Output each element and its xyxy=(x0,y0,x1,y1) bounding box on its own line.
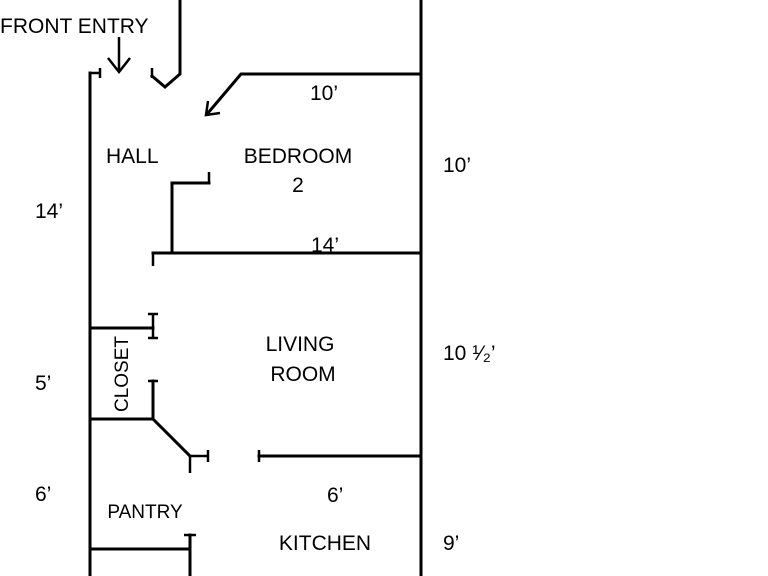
kitchen-label: KITCHEN xyxy=(279,532,371,555)
bedroom-top-wall xyxy=(205,72,423,116)
living-room-label-line1: LIVING xyxy=(266,333,335,356)
dim-kitchen-length: 9’ xyxy=(443,532,459,555)
bedroom-door-arrowhead xyxy=(204,100,221,117)
living-room-label-line2: ROOM xyxy=(270,363,335,386)
dim-bedroom-bottom: 14’ xyxy=(311,234,339,257)
arrow-down-icon xyxy=(107,37,131,75)
dim-kitchen-width: 6’ xyxy=(327,484,343,507)
front-entry-label: FRONT ENTRY xyxy=(0,15,149,38)
dim-closet-length: 5’ xyxy=(35,372,51,395)
entry-right-wall xyxy=(149,0,182,89)
bedroom-label-line2: 2 xyxy=(292,174,304,197)
pantry-label: PANTRY xyxy=(107,502,183,523)
hall-label: HALL xyxy=(106,145,159,168)
bedroom-label-line1: BEDROOM xyxy=(244,145,353,168)
dim-pantry-length: 6’ xyxy=(35,483,51,506)
diagonal-wall xyxy=(150,416,193,459)
dim-bedroom-length: 10’ xyxy=(443,154,471,177)
dim-hall-length: 14’ xyxy=(35,200,63,223)
bedroom-left-wall xyxy=(170,181,211,255)
dim-living-length: 10 ¹⁄₂’ xyxy=(443,342,496,365)
closet-label: CLOSET xyxy=(112,336,133,412)
dim-bedroom-width: 10’ xyxy=(310,82,338,105)
